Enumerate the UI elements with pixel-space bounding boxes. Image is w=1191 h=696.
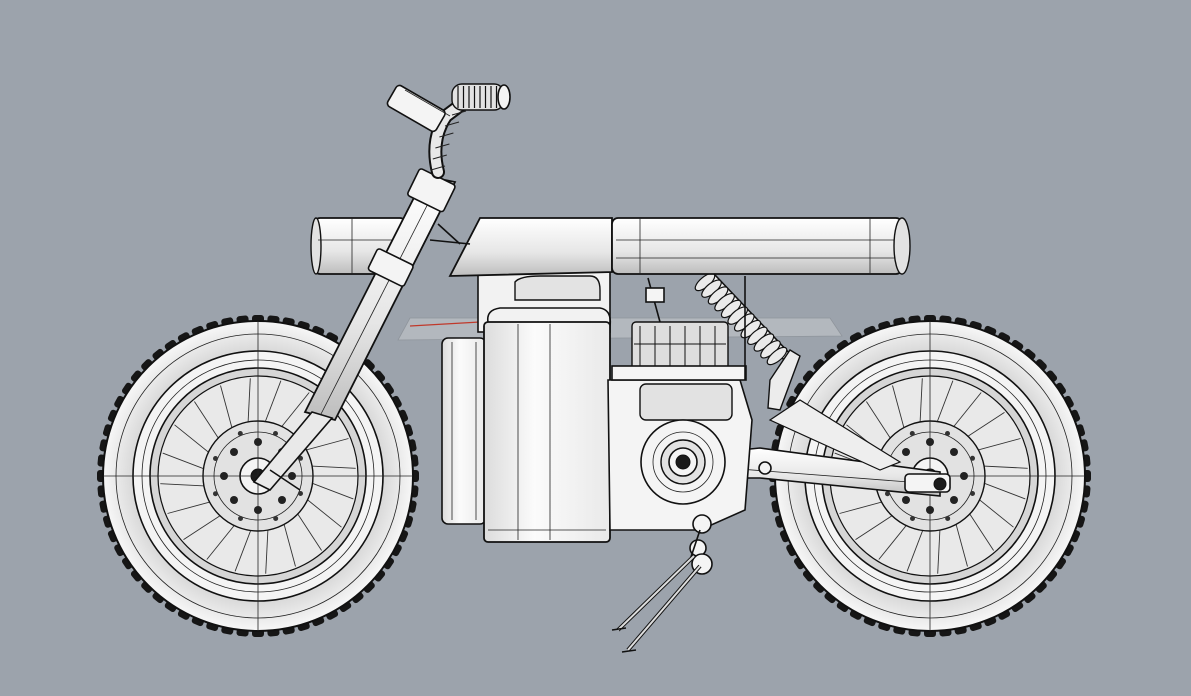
ground-plane bbox=[397, 317, 843, 341]
electric-motor[interactable] bbox=[607, 277, 753, 531]
swingarm[interactable] bbox=[689, 399, 951, 497]
main-battery-box[interactable] bbox=[477, 271, 612, 543]
rear-disc-bolts bbox=[885, 431, 975, 521]
shock-spring bbox=[694, 272, 788, 366]
rear-shock-absorber[interactable] bbox=[693, 270, 801, 411]
handlebar[interactable] bbox=[386, 83, 511, 179]
front-fork[interactable] bbox=[252, 168, 471, 491]
motor-controller bbox=[631, 321, 729, 371]
brake-lever[interactable] bbox=[386, 84, 446, 133]
frame-top-tube[interactable] bbox=[448, 217, 911, 277]
side-battery-pack[interactable] bbox=[441, 337, 487, 525]
kickstand[interactable] bbox=[611, 514, 713, 653]
